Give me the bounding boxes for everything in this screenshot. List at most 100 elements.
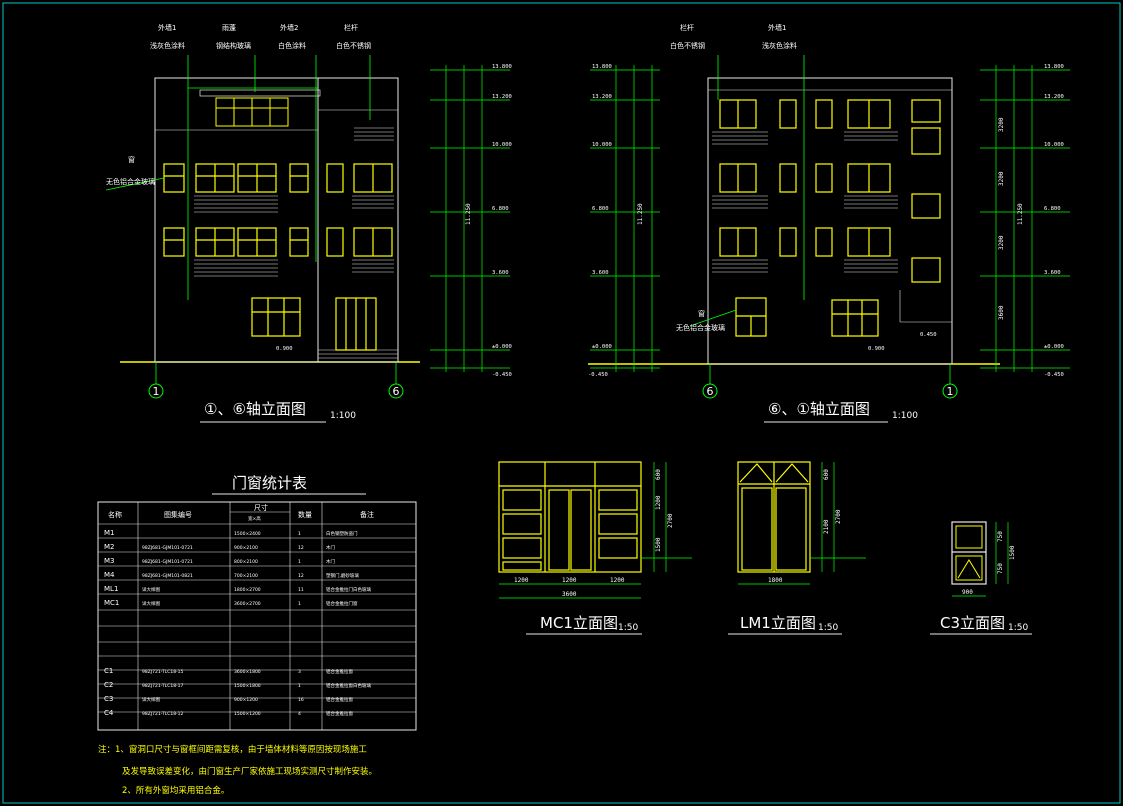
table-cell: C1 bbox=[104, 667, 113, 675]
table-header: 名称 bbox=[108, 510, 122, 519]
drawing-title: ⑥、①轴立面图 bbox=[768, 400, 870, 418]
callout-text: 窗 bbox=[128, 155, 135, 164]
table-cell: 塑钢门,磨砂玻璃 bbox=[326, 572, 359, 579]
level-mark: -0.450 bbox=[588, 372, 608, 378]
level-mark: 3.600 bbox=[1044, 270, 1061, 276]
drawing-scale: 1:100 bbox=[330, 411, 356, 421]
dim-text: 1800 bbox=[768, 577, 783, 584]
axis-label: 1 bbox=[153, 385, 160, 398]
table-cell: M2 bbox=[104, 543, 115, 551]
level-mark: 10.000 bbox=[492, 142, 512, 148]
table-cell: 1500×1200 bbox=[234, 711, 261, 717]
table-cell: 1500×1800 bbox=[234, 683, 261, 689]
axis-bubble-left-1 bbox=[148, 383, 164, 399]
detail-mc1: 1200 1200 1200 3600 600 1200 1500 2700 M… bbox=[498, 461, 692, 635]
table-cell: 98ZJ681-GJM101-0721 bbox=[142, 559, 193, 565]
callout-text: 栏杆 bbox=[680, 23, 694, 32]
dim-text: 2100 bbox=[823, 519, 830, 534]
table-cell: 1 bbox=[298, 601, 301, 607]
table-cell: 16 bbox=[298, 697, 304, 703]
note-line: 注：1、窗洞口尺寸与窗框间距需复核，由于墙体材料等原因按现场施工 bbox=[98, 744, 367, 755]
level-mark: 0.450 bbox=[920, 332, 937, 338]
detail-scale: 1:50 bbox=[618, 623, 638, 633]
table-cell: 详大样图 bbox=[142, 586, 160, 593]
axis-bubble-right-1 bbox=[942, 383, 958, 399]
callout-text: 浅灰色涂料 bbox=[150, 41, 185, 50]
dim-text: 1200 bbox=[514, 577, 529, 584]
table-cell: 铝合金推拉窗白色玻璃 bbox=[326, 682, 371, 689]
table-cell: 1500×2400 bbox=[234, 531, 261, 537]
total-height-dim: 11.250 bbox=[1017, 203, 1024, 225]
axis-bubble-right-6 bbox=[702, 383, 718, 399]
table-cell: 木门 bbox=[326, 544, 335, 551]
dim-text: 600 bbox=[823, 469, 830, 480]
dim-text: 3200 bbox=[998, 117, 1005, 132]
note-line: 2、所有外窗均采用铝合金。 bbox=[122, 785, 229, 796]
table-cell: 98ZJ721-TLC18-15 bbox=[142, 669, 184, 675]
dim-text: 3600 bbox=[998, 305, 1005, 320]
table-cell: 铝合金推拉窗 bbox=[326, 710, 353, 717]
axis-bubble-left-6 bbox=[388, 383, 404, 399]
table-cell: M1 bbox=[104, 529, 115, 537]
callout-text: 浅灰色涂料 bbox=[762, 41, 797, 50]
level-mark: 6.800 bbox=[1044, 206, 1061, 212]
callout-text: 外墙2 bbox=[280, 23, 298, 32]
detail-title: LM1立面图 bbox=[740, 614, 816, 632]
callout-text: 窗 bbox=[698, 309, 705, 318]
dim-text: 1500 bbox=[655, 537, 662, 552]
level-mark: 13.800 bbox=[1044, 64, 1064, 70]
table-cell: C3 bbox=[104, 695, 113, 703]
table-cell: C2 bbox=[104, 681, 113, 689]
axis-label: 6 bbox=[707, 385, 714, 398]
level-mark: 13.800 bbox=[592, 64, 612, 70]
detail-title: MC1立面图 bbox=[540, 614, 618, 632]
dim-text: 1200 bbox=[655, 495, 662, 510]
table-cell: 3600×1800 bbox=[234, 669, 261, 675]
dimension-column-left bbox=[430, 65, 510, 372]
table-cell: 木门 bbox=[326, 558, 335, 565]
total-height-dim: 11.250 bbox=[465, 203, 472, 225]
dim-text: 2700 bbox=[667, 513, 674, 528]
callout-text: 无色铝合金玻璃 bbox=[106, 177, 155, 186]
callout-text: 栏杆 bbox=[344, 23, 358, 32]
table-cell: 详大样图 bbox=[142, 600, 160, 607]
table-cell: MC1 bbox=[104, 599, 119, 607]
level-mark: 3.600 bbox=[492, 270, 509, 276]
dimension-column-right-b bbox=[980, 65, 1070, 372]
callout-text: 白色不锈钢 bbox=[670, 41, 705, 50]
table-cell: 1 bbox=[298, 559, 301, 565]
axis-label: 1 bbox=[947, 385, 954, 398]
table-cell: 98ZJ681-GJM101-0721 bbox=[142, 545, 193, 551]
level-mark: ±0.000 bbox=[1044, 344, 1064, 350]
level-mark: 6.800 bbox=[492, 206, 509, 212]
table-header: 数量 bbox=[298, 510, 312, 519]
level-mark: 0.900 bbox=[868, 346, 885, 352]
table-cell: 700×2100 bbox=[234, 573, 258, 579]
table-cell: 1800×2700 bbox=[234, 587, 261, 593]
dim-text: 1200 bbox=[610, 577, 625, 584]
table-cell: ML1 bbox=[104, 585, 118, 593]
level-mark: ±0.000 bbox=[592, 344, 612, 350]
table-header: 宽×高 bbox=[248, 515, 261, 522]
door-window-table: 门窗统计表 名称 图集编号 尺寸 宽×高 数量 bbox=[97, 474, 417, 731]
level-mark: -0.450 bbox=[1044, 372, 1064, 378]
callout-text: 外墙1 bbox=[158, 23, 176, 32]
table-cell: 12 bbox=[298, 573, 304, 579]
level-mark: 0.900 bbox=[276, 346, 293, 352]
table-cell: 铝合金推拉门窗 bbox=[326, 600, 358, 607]
callout-text: 外墙1 bbox=[768, 23, 786, 32]
table-cell: 白色钢塑防盗门 bbox=[326, 530, 358, 537]
dim-text: 900 bbox=[962, 589, 973, 596]
table-header: 图集编号 bbox=[164, 510, 192, 519]
level-mark: 13.200 bbox=[492, 94, 512, 100]
table-cell: 900×2100 bbox=[234, 545, 258, 551]
table-cell: 3 bbox=[298, 669, 301, 675]
table-title: 门窗统计表 bbox=[232, 474, 307, 492]
table-cell: M4 bbox=[104, 571, 115, 579]
detail-title: C3立面图 bbox=[940, 614, 1005, 632]
table-cell: 4 bbox=[298, 711, 301, 717]
table-cell: 12 bbox=[298, 545, 304, 551]
